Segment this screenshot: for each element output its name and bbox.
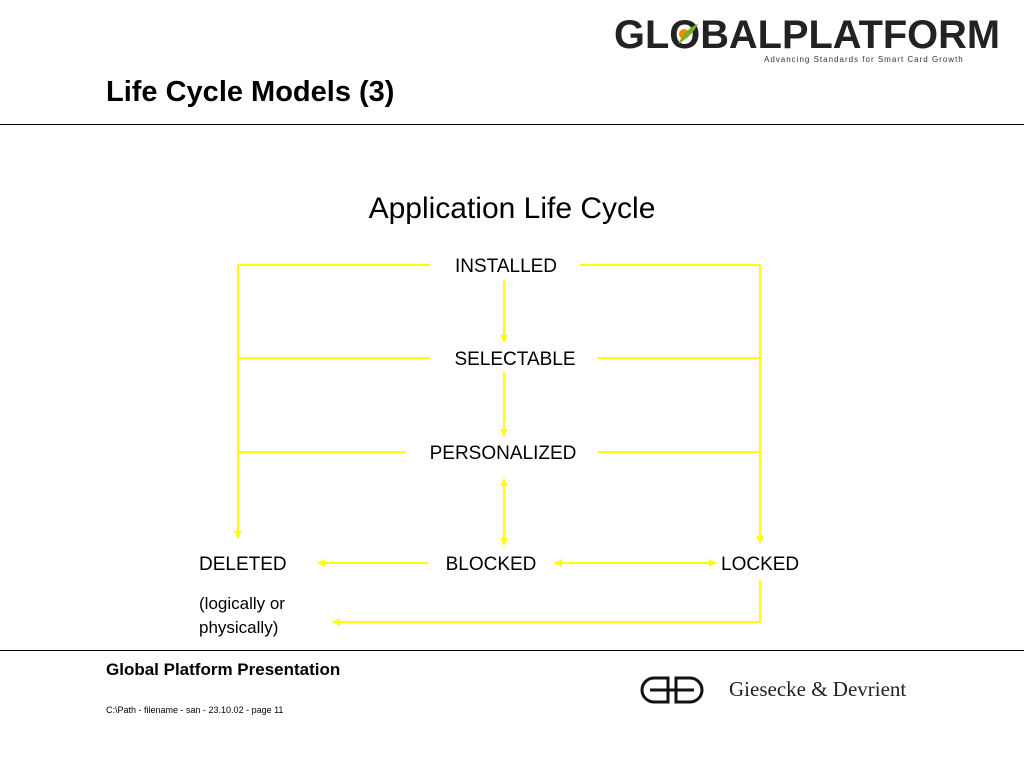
gd-logo-icon — [640, 676, 704, 704]
state-blocked: BLOCKED — [445, 554, 537, 575]
state-deleted: DELETED — [199, 554, 287, 575]
globalplatform-logo: GLOBALPLATFORM Advancing Standards for S… — [614, 13, 1000, 64]
state-locked: LOCKED — [721, 554, 800, 575]
locked-to-deleted-arrow — [332, 580, 761, 626]
header-divider — [0, 124, 1024, 125]
footer-title: Global Platform Presentation — [106, 660, 341, 679]
deleted-note: (logically or physically) — [199, 592, 285, 640]
state-selectable: SELECTABLE — [454, 349, 576, 370]
footer-divider — [0, 650, 1024, 651]
state-installed: INSTALLED — [454, 256, 558, 277]
diagram-title: Application Life Cycle — [368, 192, 656, 225]
deleted-note-line2: physically) — [199, 618, 279, 637]
slide-title: Life Cycle Models (3) — [106, 76, 395, 108]
gd-company-name: Giesecke & Devrient — [729, 677, 907, 701]
state-personalized: PERSONALIZED — [429, 443, 577, 464]
svg-text:GLOBALPLATFORM: GLOBALPLATFORM — [614, 13, 1000, 57]
logo-green-leaf — [678, 24, 698, 44]
logo-tagline: Advancing Standards for Smart Card Growt… — [764, 55, 964, 64]
footer-path: C:\Path - filename - san - 23.10.02 - pa… — [106, 705, 284, 715]
deleted-note-line1: (logically or — [199, 594, 285, 613]
